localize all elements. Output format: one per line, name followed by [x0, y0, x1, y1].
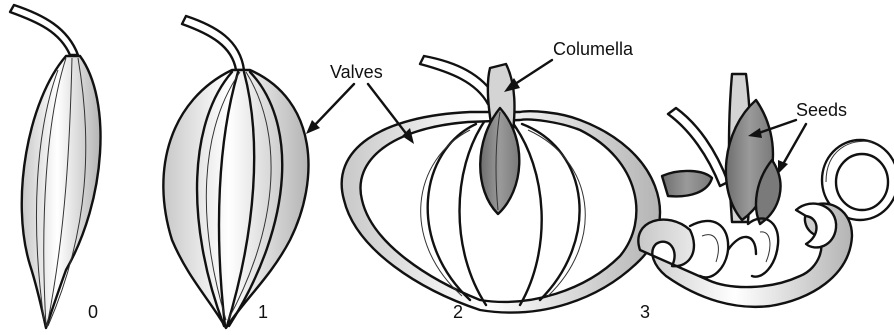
- capsule-stage-1: [163, 16, 308, 328]
- stalk-1: [182, 16, 244, 70]
- stalk-2: [420, 56, 496, 104]
- capsule-stage-3: [638, 74, 894, 307]
- capsule-stage-2: [342, 56, 660, 313]
- stage-label-0: 0: [88, 302, 98, 322]
- stage-label-3: 3: [640, 302, 650, 322]
- seed-3-loose: [662, 171, 712, 196]
- stage-label-1: 1: [258, 302, 268, 322]
- capsule-body-0: [22, 56, 101, 328]
- capsule-stage-0: [10, 5, 101, 328]
- columella-label: Columella: [553, 39, 634, 59]
- valves-label: Valves: [330, 62, 383, 82]
- seeds-label: Seeds: [796, 100, 847, 120]
- stalk-0: [10, 5, 78, 55]
- stage-label-2: 2: [453, 302, 463, 322]
